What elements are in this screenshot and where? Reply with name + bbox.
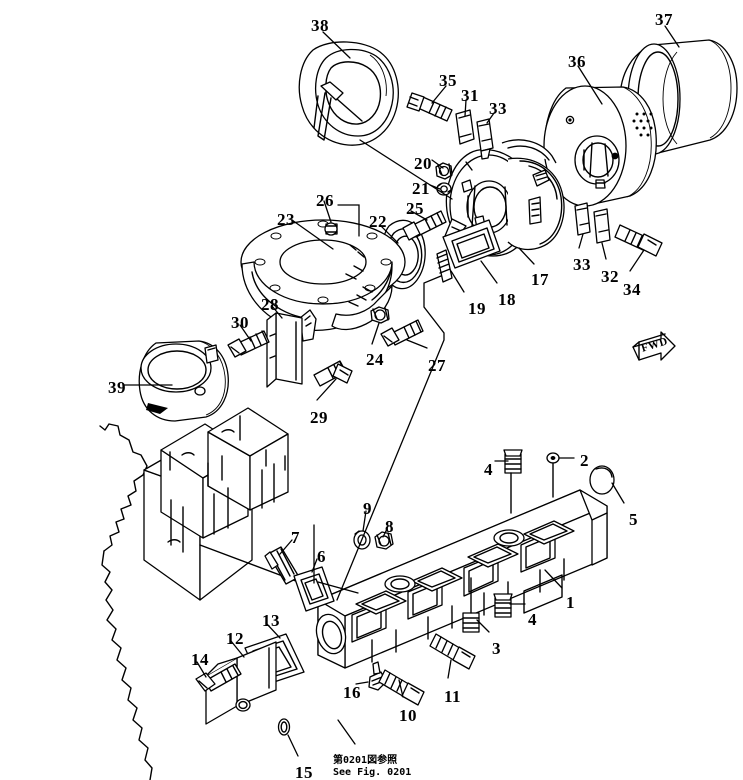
callout-nut-elbow: 24 xyxy=(366,350,384,369)
part-33a-clamp-block xyxy=(476,118,494,160)
part-30-bolt xyxy=(227,330,270,358)
part-4-stud-upper xyxy=(503,449,523,514)
part-10-bolt xyxy=(378,669,425,706)
forward-direction-arrow xyxy=(632,331,676,361)
part-20-nut xyxy=(435,162,453,180)
part-8-nut xyxy=(374,531,394,550)
callout-clamp-ring-left: 39 xyxy=(108,378,126,397)
callout-o-ring: 15 xyxy=(295,763,313,780)
callout-bolt-elbow: 25 xyxy=(406,199,424,218)
callout-clamp-block-d: 33 xyxy=(573,255,591,274)
figure-reference-line-2: See Fig. 0201 xyxy=(333,767,412,778)
part-18-gasket xyxy=(442,219,501,269)
callout-air-cleaner-body: 36 xyxy=(568,52,586,71)
leader-lines xyxy=(123,25,680,757)
callout-exhaust-manifold: 1 xyxy=(566,593,575,612)
callout-gasket-lower: 13 xyxy=(262,611,280,630)
callout-stud-upper: 4 xyxy=(484,460,493,479)
callout-lock-washer-turbo: 21 xyxy=(412,179,430,198)
callout-heat-shield-cover: 38 xyxy=(311,16,329,35)
callout-bolt-lower-left: 10 xyxy=(399,706,417,725)
part-28-support-bracket xyxy=(266,312,303,388)
callout-plug-small: 2 xyxy=(580,451,589,470)
part-39-clamp-ring xyxy=(138,340,229,422)
part-29-bolt xyxy=(313,360,353,387)
part-14-bolt xyxy=(195,663,242,692)
engine-block xyxy=(99,407,326,780)
callout-bolt-bracket: 14 xyxy=(191,650,209,669)
callout-turbocharger: 17 xyxy=(531,270,549,289)
callout-washer: 9 xyxy=(363,499,372,518)
callout-gasket-elbow: 22 xyxy=(369,212,387,231)
callout-nut-turbo: 20 xyxy=(414,154,432,173)
callout-stud-bolt-lower: 3 xyxy=(492,639,501,658)
callout-clamp-block-c: 33 xyxy=(489,99,507,118)
callout-nut: 8 xyxy=(385,517,394,536)
callout-end-cap-plug: 5 xyxy=(629,510,638,529)
part-3-stud xyxy=(462,577,480,633)
part-27-bolt xyxy=(380,319,424,347)
callout-exhaust-elbow: 23 xyxy=(277,210,295,229)
part-11-bolt xyxy=(429,633,476,670)
part-19-stud xyxy=(436,249,453,283)
callout-bolt-elbow-lower: 27 xyxy=(428,356,446,375)
part-4-stud-lower xyxy=(493,593,513,618)
part-25-bolt xyxy=(402,210,447,241)
part-31-clamp-block xyxy=(455,109,475,145)
callout-bolt-bracket-support: 29 xyxy=(310,408,328,427)
part-35-bolt xyxy=(406,92,453,122)
callout-clamp-block-b: 32 xyxy=(601,267,619,286)
part-7-stud-bolt xyxy=(264,546,300,585)
callout-bolt-clamp: 30 xyxy=(231,313,249,332)
callout-bracket-lower: 12 xyxy=(226,629,244,648)
callout-air-cleaner-ring: 37 xyxy=(655,10,673,29)
callout-fitting-elbow: 16 xyxy=(343,683,361,702)
part-24-nut xyxy=(370,306,390,324)
callout-bracket-support: 28 xyxy=(261,295,279,314)
callout-gasket-front: 6 xyxy=(317,547,326,566)
callout-stud-turbo: 19 xyxy=(468,299,486,318)
callout-stud-bolt-front: 7 xyxy=(291,528,300,547)
part-34-bolt xyxy=(614,224,663,257)
callout-bolt-lower-right: 11 xyxy=(444,687,462,706)
callout-bolt-upper: 35 xyxy=(439,71,457,90)
callout-gasket-turbo: 18 xyxy=(498,290,516,309)
part-36-air-cleaner-body xyxy=(543,85,657,207)
part-15-o-ring xyxy=(277,718,291,736)
part-32-clamp-block xyxy=(593,208,611,244)
callout-bolt-flange: 26 xyxy=(316,191,334,210)
part-2-plug xyxy=(546,452,560,498)
part-26-bolt xyxy=(324,222,338,236)
part-1-exhaust-manifold xyxy=(315,489,608,669)
callout-stud-lower: 4 xyxy=(528,610,537,629)
callout-bolt-clamp-right: 34 xyxy=(623,280,641,299)
part-33b-clamp-block xyxy=(574,202,591,236)
figure-reference-line-1: 第0201図参照 xyxy=(333,755,398,766)
callout-clamp-block-a: 31 xyxy=(461,86,479,105)
part-5-end-cap xyxy=(589,465,615,495)
part-38-heat-shield xyxy=(298,41,399,146)
